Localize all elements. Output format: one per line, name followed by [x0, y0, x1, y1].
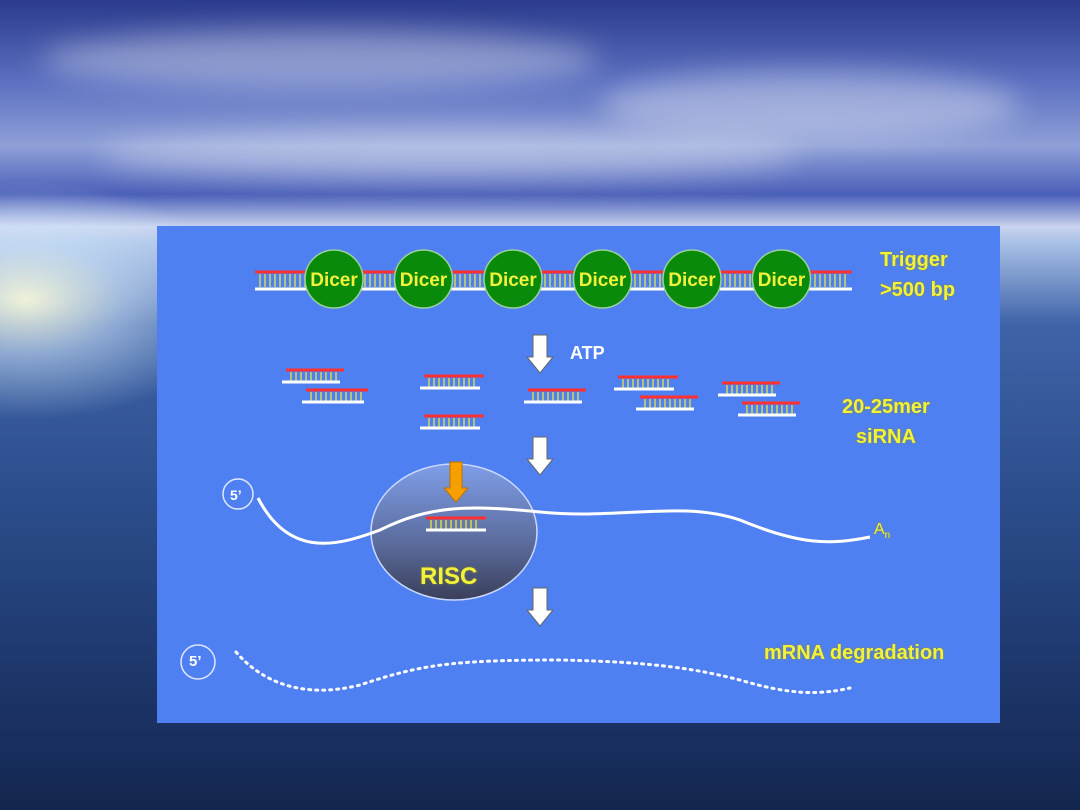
- sirna-line2: siRNA: [855, 426, 916, 448]
- five-prime-label-2: 5’: [189, 653, 202, 670]
- dicer-circle: [483, 249, 543, 309]
- dicer-label: Dicer: [668, 270, 716, 291]
- risc-guide-strand: [426, 516, 486, 532]
- dicer-label: Dicer: [758, 270, 806, 291]
- dicer-label: Dicer: [400, 270, 448, 291]
- down-arrow-icon: [525, 587, 555, 627]
- sirna-duplex: [738, 401, 800, 417]
- five-prime-circle: [222, 478, 254, 510]
- dicer-label: Dicer: [489, 270, 537, 291]
- poly-a: A: [874, 521, 885, 538]
- sirna-duplex: [302, 388, 368, 404]
- dicer-circle: [751, 249, 812, 309]
- risc-label: RISC: [420, 563, 478, 590]
- dicer-row: Dicer Dicer Dicer Dicer Dicer Dicer: [304, 249, 812, 309]
- sirna-duplex: [636, 395, 698, 411]
- dicer-enzyme: Dicer: [572, 249, 633, 309]
- sirna-duplex: [282, 368, 344, 384]
- sirna-duplex: [614, 375, 678, 391]
- sirna-duplex: [524, 388, 586, 404]
- degradation-label: mRNA degradation: [764, 642, 945, 664]
- dicer-circle: [572, 249, 633, 309]
- dicer-circle: [304, 249, 364, 309]
- dicer-enzyme: Dicer: [304, 249, 364, 309]
- degraded-mrna: [234, 650, 852, 694]
- dicer-label: Dicer: [579, 270, 627, 291]
- cloud: [40, 30, 600, 90]
- sirna-duplex: [426, 516, 486, 532]
- dicer-enzyme: Dicer: [662, 249, 722, 309]
- trigger-line2: >500 bp: [880, 279, 956, 301]
- diagram-panel: [157, 226, 1000, 723]
- atp-label: ATP: [570, 343, 605, 363]
- trigger-line1: Trigger: [880, 249, 948, 271]
- dicer-enzyme: Dicer: [751, 249, 812, 309]
- cleavage-arrow: [442, 461, 470, 503]
- dicer-circle: [393, 249, 454, 309]
- sirna-duplex: [718, 381, 780, 397]
- five-prime-label: 5’: [230, 487, 242, 503]
- arrows: [525, 334, 555, 627]
- dicer-label: Dicer: [310, 270, 358, 291]
- dicer-enzyme: Dicer: [483, 249, 543, 309]
- cloud: [600, 70, 1020, 140]
- down-arrow-icon: [525, 436, 555, 476]
- dicer-circle: [662, 249, 722, 309]
- mrna-strand: [256, 497, 871, 545]
- cloud: [100, 130, 800, 180]
- sirna-duplex: [420, 414, 484, 430]
- poly-a-sub: n: [884, 530, 891, 542]
- sirna-line1: 20-25mer: [842, 396, 930, 418]
- down-arrow-icon: [525, 334, 555, 374]
- dicer-enzyme: Dicer: [393, 249, 454, 309]
- trigger-label: Trigger >500 bp: [880, 245, 955, 305]
- sirna-group: [282, 368, 800, 430]
- sirna-label: 20-25mer siRNA: [842, 392, 930, 452]
- poly-a-label: An: [874, 515, 890, 551]
- five-prime-circle: [180, 644, 216, 680]
- sirna-duplex: [420, 374, 484, 390]
